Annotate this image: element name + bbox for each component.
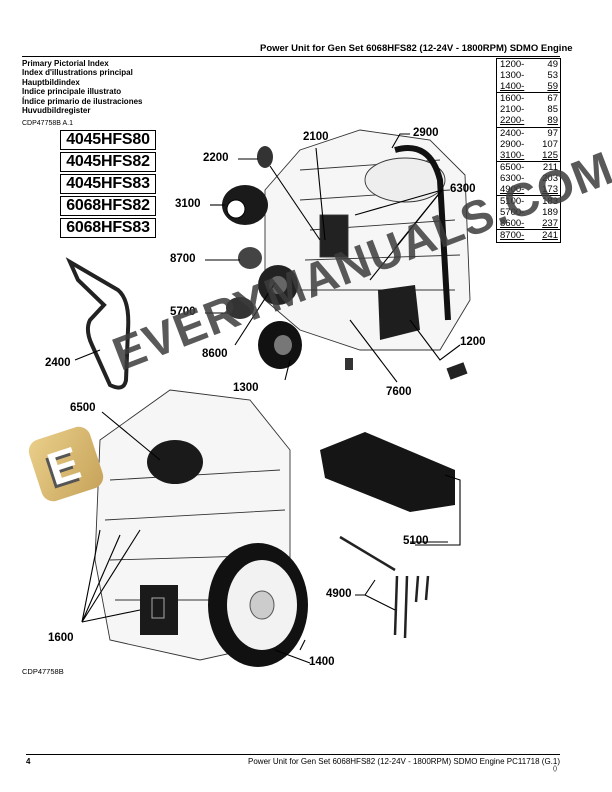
page-ref-group: 1600-67 2100-85 2200-89 (497, 93, 560, 128)
upper-engine-drawing (264, 129, 471, 351)
watermark-logo-letter: E (41, 436, 87, 496)
plate-1200 (446, 362, 468, 380)
footer-text: Power Unit for Gen Set 6068HFS82 (12-24V… (248, 757, 560, 766)
cylinder-head-5100 (320, 432, 455, 512)
callout-2200[interactable]: 2200 (203, 152, 229, 164)
part-6500 (147, 440, 203, 484)
callout-1200[interactable]: 1200 (460, 336, 486, 348)
page-ref-group: 6500-211 6300-203 4900-173 (497, 161, 560, 197)
page-ref-row[interactable]: 8600-237 (500, 218, 558, 230)
model-box: 6068HFS83 (60, 218, 156, 238)
page-ref-row[interactable]: 1600-67 (500, 93, 558, 105)
valves-4900 (339, 535, 430, 639)
model-box: 4045HFS83 (60, 174, 156, 194)
belt-2400 (65, 257, 131, 390)
page-ref-row[interactable]: 1200-49 (500, 59, 558, 70)
page-ref-group: 2400-97 2900-107 3100-125 (497, 128, 560, 162)
figure-code-top: CDP47758B A.1 (22, 120, 73, 127)
index-titles: Primary Pictorial Index Index d'illustra… (22, 59, 142, 115)
page-ref-group: 5100-183 5700-189 8600-237 (497, 196, 560, 231)
page-ref-row[interactable]: 2100-85 (500, 104, 558, 116)
part-7600-cover (378, 285, 420, 340)
figure-code-bottom: CDP47758B (22, 667, 64, 676)
page-ref-row[interactable]: 1300-53 (500, 70, 558, 82)
page-ref-row[interactable]: 2400-97 (500, 127, 558, 139)
starter-5700 (226, 297, 254, 319)
callout-1300[interactable]: 1300 (233, 382, 259, 394)
page-ref-group: 8700-241 (497, 230, 560, 241)
page-ref-row[interactable]: 3100-125 (500, 149, 558, 161)
callout-8600[interactable]: 8600 (202, 348, 228, 360)
belt-2900 (394, 145, 451, 321)
footer-divider (26, 754, 560, 755)
page-ref-group: 1200-49 1300-53 1400-59 (497, 59, 560, 94)
page-ref-row[interactable]: 6500-211 (500, 161, 558, 173)
model-box: 4045HFS80 (60, 130, 156, 150)
page-ref-row[interactable]: 5100-183 (500, 196, 558, 208)
index-title-fr: Index d'illustrations principal (22, 68, 133, 78)
model-list: 4045HFS80 4045HFS82 4045HFS83 6068HFS82 … (60, 130, 156, 240)
callout-1600[interactable]: 1600 (48, 632, 74, 644)
index-title-de: Hauptbildindex (22, 77, 80, 87)
page-ref-row[interactable]: 1400-59 (500, 81, 558, 93)
index-title-it: Indice principale illustrato (22, 87, 122, 97)
ecu-1600 (140, 585, 178, 635)
header-divider (22, 56, 560, 57)
callout-8700[interactable]: 8700 (170, 253, 196, 265)
callout-2900[interactable]: 2900 (413, 127, 439, 139)
callout-2400[interactable]: 2400 (45, 357, 71, 369)
footer-marker: () (553, 766, 557, 772)
callout-5100[interactable]: 5100 (403, 535, 429, 547)
page-ref-row[interactable]: 2900-107 (500, 138, 558, 150)
page-reference-table: 1200-49 1300-53 1400-59 1600-67 2100-85 … (496, 58, 561, 243)
page-ref-row[interactable]: 6300-203 (500, 172, 558, 184)
leader-lines (74, 133, 461, 664)
callout-1400[interactable]: 1400 (309, 656, 335, 668)
callout-3100[interactable]: 3100 (175, 198, 201, 210)
page-number: 4 (26, 757, 31, 766)
index-title-es: Índice primario de ilustraciones (22, 96, 143, 106)
pulley-2200 (257, 146, 273, 168)
page-header-title: Power Unit for Gen Set 6068HFS82 (12-24V… (260, 43, 573, 54)
callout-6300[interactable]: 6300 (450, 183, 476, 195)
page-ref-row[interactable]: 8700-241 (500, 230, 558, 242)
callout-7600[interactable]: 7600 (386, 386, 412, 398)
callout-2100[interactable]: 2100 (303, 131, 329, 143)
index-title-en: Primary Pictorial Index (22, 59, 109, 68)
page-ref-row[interactable]: 2200-89 (500, 115, 558, 127)
index-title-sv: Huvudbildregister (22, 106, 91, 116)
callout-4900[interactable]: 4900 (326, 588, 352, 600)
callout-5700[interactable]: 5700 (170, 306, 196, 318)
callout-6500[interactable]: 6500 (70, 402, 96, 414)
part-8700 (238, 247, 262, 269)
page-ref-row[interactable]: 4900-173 (500, 184, 558, 196)
model-box: 4045HFS82 (60, 152, 156, 172)
model-box: 6068HFS82 (60, 196, 156, 216)
page-ref-row[interactable]: 5700-189 (500, 207, 558, 219)
